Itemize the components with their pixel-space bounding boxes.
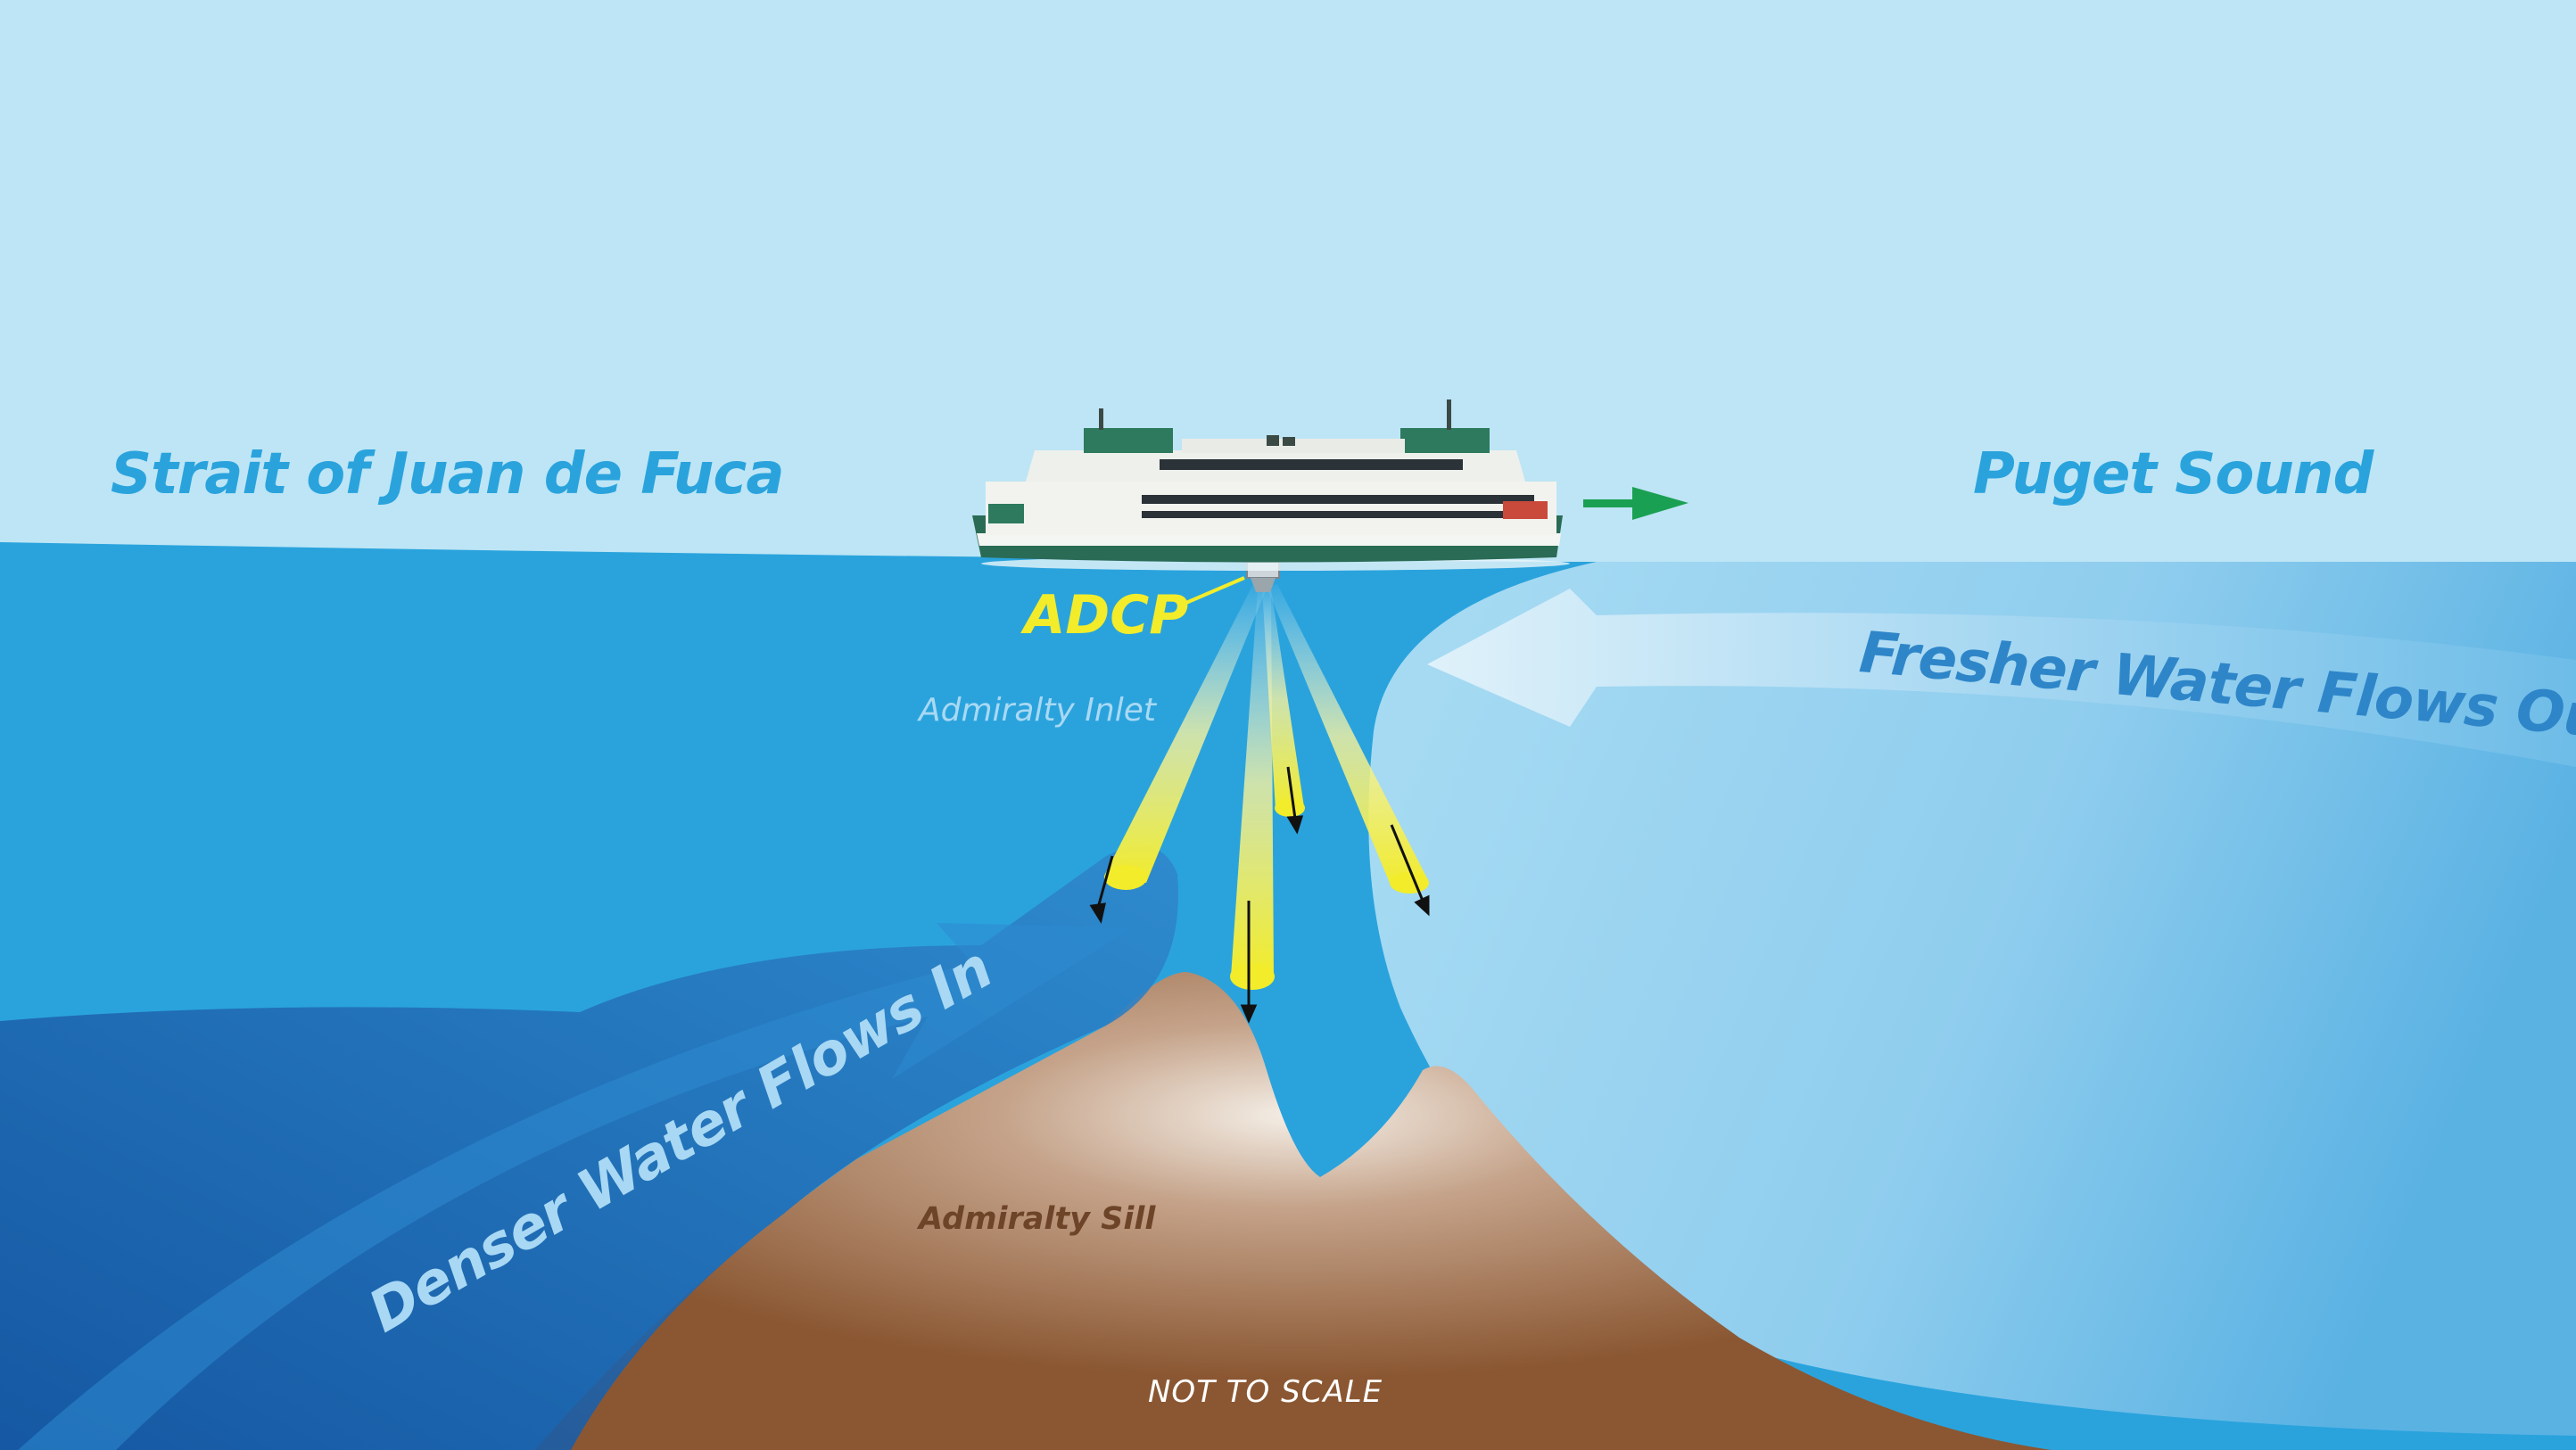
adcp-beam-4-tip xyxy=(1390,872,1429,894)
arrow-right-icon xyxy=(1583,487,1688,520)
ferry-icon xyxy=(972,400,1570,571)
velocity-arrow-1-head xyxy=(1089,902,1106,924)
adcp-label: ADCP xyxy=(1024,584,1189,647)
admiralty-sill xyxy=(535,972,2052,1450)
denser-water-arrow xyxy=(18,923,1133,1450)
velocity-arrow-1 xyxy=(1096,855,1114,909)
adcp-beam-3 xyxy=(1262,589,1304,810)
adcp-beam-1 xyxy=(1106,584,1267,883)
not-to-scale-note: NOT TO SCALE xyxy=(1148,1374,1383,1410)
adcp-beams xyxy=(1089,584,1430,1024)
fresher-water-arrow xyxy=(1427,589,2576,767)
adcp-beam-4 xyxy=(1267,584,1427,887)
velocity-arrow-4-head xyxy=(1414,894,1430,917)
adcp-beam-1-tip xyxy=(1104,865,1147,890)
velocity-arrow-3-head xyxy=(1286,815,1304,835)
adcp-leader-line xyxy=(1181,576,1245,606)
fresher-water-body xyxy=(1368,562,2576,1436)
admiralty-sill-label: Admiralty Sill xyxy=(919,1201,1156,1237)
admiralty-inlet-label: Admiralty Inlet xyxy=(919,692,1156,729)
velocity-arrow-2-head xyxy=(1240,1004,1258,1024)
puget-sound-label: Puget Sound xyxy=(1973,441,2374,507)
adcp-beam-2-tip xyxy=(1230,963,1275,990)
strait-of-juan-de-fuca-label: Strait of Juan de Fuca xyxy=(111,441,785,507)
adcp-beam-2 xyxy=(1231,589,1274,976)
velocity-arrow-4 xyxy=(1390,824,1424,902)
velocity-arrow-3 xyxy=(1286,766,1297,820)
adcp-beam-3-tip xyxy=(1275,799,1305,817)
